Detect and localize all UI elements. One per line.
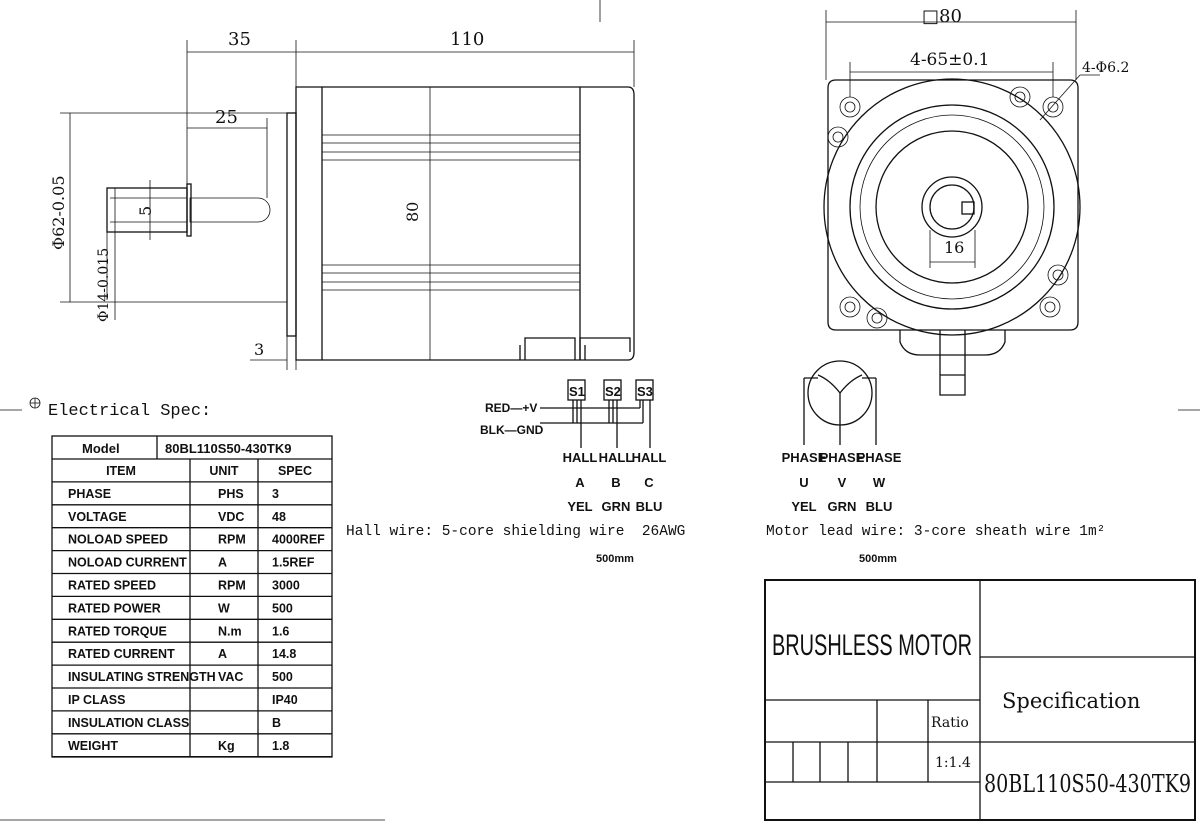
table-cell-spec: 48 <box>272 510 286 524</box>
power-wire-label: RED—+V <box>485 401 537 415</box>
table-cell-unit: RPM <box>218 533 246 547</box>
table-cell-spec: B <box>272 716 281 730</box>
hall-letter: A <box>575 475 585 490</box>
dim-key-width: 5 <box>136 206 155 216</box>
table-cell-spec: 3000 <box>272 579 300 593</box>
table-cell-spec: 14.8 <box>272 647 296 661</box>
table-cell-item: INSULATING STRENGTH <box>68 670 216 684</box>
phase-color: GRN <box>828 499 857 514</box>
table-cell-item: NOLOAD SPEED <box>68 533 168 547</box>
table-cell-unit: VAC <box>218 670 243 684</box>
table-cell-unit: Kg <box>218 739 235 753</box>
hall-letter: B <box>611 475 620 490</box>
table-header: SPEC <box>278 464 312 478</box>
motor-wiring-diagram: PHASE PHASE PHASE U V W YEL GRN BLU 500m… <box>766 360 1105 565</box>
hall-name: HALL <box>563 450 598 465</box>
side-view: 35 110 25 5 Φ62-0.05 Φ14-0.015 80 3 <box>49 29 635 370</box>
dim-square-size: □80 <box>922 6 962 27</box>
phase-color: YEL <box>791 499 816 514</box>
table-cell-spec: 1.8 <box>272 739 289 753</box>
table-cell-item: RATED SPEED <box>68 579 156 593</box>
dim-body-height: 80 <box>403 202 422 222</box>
phase-name: PHASE <box>857 450 902 465</box>
spec-table: Model 80BL110S50-430TK9 ITEM UNIT SPEC PHAS… <box>51 435 333 758</box>
dim-body-length: 110 <box>450 29 484 50</box>
front-view: □80 4-65±0.1 4-Φ6.2 16 <box>823 6 1129 396</box>
electrical-spec-title: Electrical Spec: <box>48 402 211 421</box>
table-cell-item: RATED TORQUE <box>68 624 167 638</box>
table-cell-unit: A <box>218 556 227 570</box>
model-label: Model <box>82 441 120 456</box>
ground-wire-label: BLK—GND <box>480 423 544 437</box>
table-cell-spec: 4000REF <box>272 533 325 547</box>
phase-letter: U <box>799 475 808 490</box>
title-block-specification: Specification <box>1002 689 1140 713</box>
table-cell-unit: A <box>218 647 227 661</box>
dim-hole-diameter: 4-Φ6.2 <box>1082 60 1129 76</box>
table-cell-unit: N.m <box>218 624 242 638</box>
title-block-title: BRUSHLESS MOTOR <box>772 629 972 662</box>
table-cell-unit: W <box>218 601 230 615</box>
table-cell-unit: VDC <box>218 510 244 524</box>
title-block-model: 80BL110S50-430TK9 <box>984 770 1191 798</box>
table-cell-item: RATED CURRENT <box>68 647 175 661</box>
hall-name: HALL <box>632 450 667 465</box>
table-cell-spec: 3 <box>272 487 279 501</box>
table-cell-unit: PHS <box>218 487 244 501</box>
table-header: UNIT <box>209 464 239 478</box>
dim-flange-diameter: Φ62-0.05 <box>49 175 68 250</box>
motor-wire-description: Motor lead wire: 3-core sheath wire 1m² <box>766 524 1105 540</box>
phase-color: BLU <box>866 499 893 514</box>
table-cell-spec: 1.6 <box>272 624 289 638</box>
hall-name: HALL <box>599 450 634 465</box>
model-value: 80BL110S50-430TK9 <box>165 441 291 456</box>
dim-shaft-key: 16 <box>944 238 964 257</box>
phase-letter: V <box>838 475 847 490</box>
hall-wiring-diagram: S1 S2 S3 RED—+V BLK—GND HALL HALL HALL A… <box>346 379 685 565</box>
dim-hole-spacing: 4-65±0.1 <box>910 50 989 70</box>
dim-shaft-diameter: Φ14-0.015 <box>96 248 112 322</box>
table-cell-item: INSULATION CLASS <box>68 716 189 730</box>
hall-color: YEL <box>567 499 592 514</box>
ratio-label: Ratio <box>931 715 969 731</box>
sensor-label: S1 <box>569 384 585 399</box>
table-cell-spec: IP40 <box>272 693 298 707</box>
table-header: ITEM <box>106 464 136 478</box>
table-cell-item: VOLTAGE <box>68 510 127 524</box>
table-cell-spec: 500 <box>272 670 293 684</box>
dim-flange-thickness: 3 <box>254 340 264 359</box>
phase-name: PHASE <box>820 450 865 465</box>
dim-key-length: 25 <box>215 107 238 128</box>
phase-letter: W <box>873 475 886 490</box>
table-cell-item: PHASE <box>68 487 111 501</box>
title-block: BRUSHLESS MOTOR Specification Ratio 1:1.… <box>764 579 1196 821</box>
table-cell-spec: 500 <box>272 601 293 615</box>
table-cell-spec: 1.5REF <box>272 556 315 570</box>
hall-wire-description: Hall wire: 5-core shielding wire 26AWG <box>346 524 685 540</box>
motor-wire-length: 500mm <box>859 553 897 565</box>
hall-color: BLU <box>636 499 663 514</box>
table-cell-item: RATED POWER <box>68 601 161 615</box>
table-cell-item: IP CLASS <box>68 693 125 707</box>
dim-shaft-length: 35 <box>228 29 251 50</box>
sensor-label: S3 <box>637 384 653 399</box>
hall-color: GRN <box>602 499 631 514</box>
hall-letter: C <box>644 475 654 490</box>
table-cell-item: WEIGHT <box>68 739 118 753</box>
table-cell-unit: RPM <box>218 579 246 593</box>
phase-name: PHASE <box>782 450 827 465</box>
sensor-label: S2 <box>605 384 621 399</box>
hall-wire-length: 500mm <box>596 553 634 565</box>
ratio-value: 1:1.4 <box>935 755 971 771</box>
table-cell-item: NOLOAD CURRENT <box>68 556 187 570</box>
